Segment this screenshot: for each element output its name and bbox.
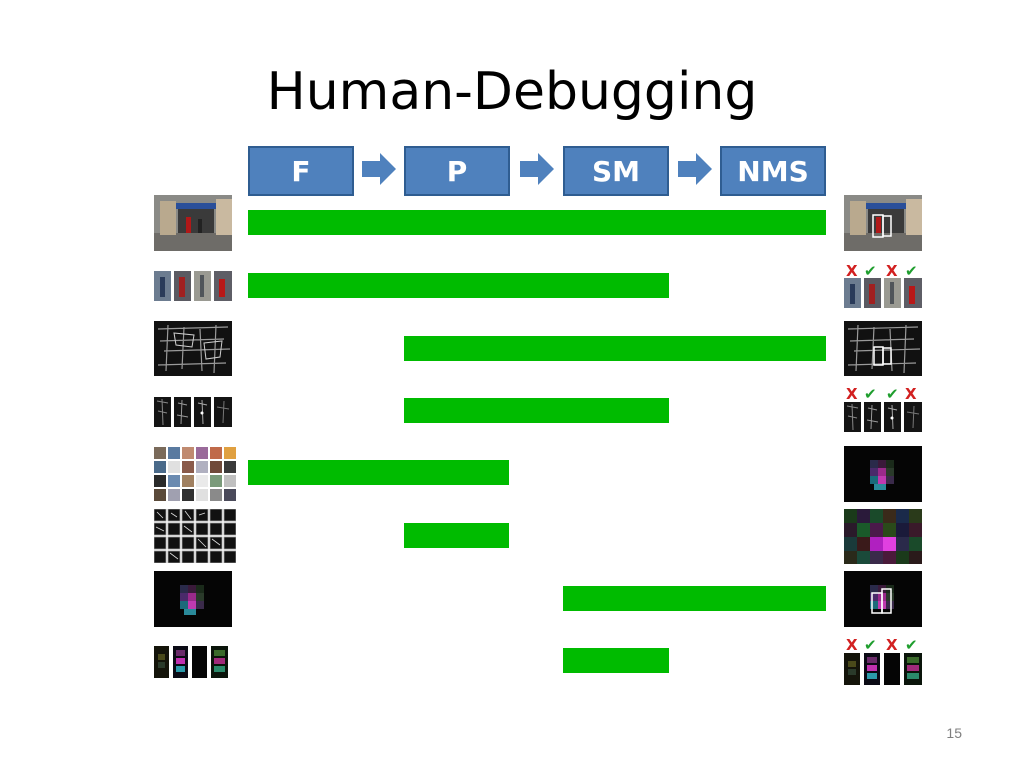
reject-mark: X <box>846 385 858 403</box>
accept-mark: ✔ <box>886 385 899 403</box>
stage-sm: SM <box>563 146 669 196</box>
arrow-right-icon <box>362 153 396 185</box>
coverage-bar-row8 <box>563 648 669 673</box>
stage-p: P <box>404 146 510 196</box>
accept-mark: ✔ <box>864 262 877 280</box>
score-map-result <box>844 446 922 502</box>
coverage-bar-row4 <box>404 398 669 423</box>
score-map-large-result <box>844 509 922 564</box>
score-map-detection-result <box>844 571 922 627</box>
accept-mark: ✔ <box>864 636 877 654</box>
edge-crops-thumbnail <box>154 397 232 427</box>
page-number: 15 <box>946 725 962 741</box>
coverage-bar-row6 <box>404 523 509 548</box>
reject-mark: X <box>905 385 917 403</box>
edge-feature-thumbnail <box>154 321 232 376</box>
edge-mosaic-thumbnail <box>154 509 236 563</box>
slide-title: Human-Debugging <box>266 62 758 122</box>
stage-p-label: P <box>446 154 468 188</box>
score-crops-result <box>844 653 922 685</box>
stage-f-label: F <box>291 154 311 188</box>
reject-mark: X <box>846 262 858 280</box>
stage-f: F <box>248 146 354 196</box>
arrow-right-icon <box>678 153 712 185</box>
coverage-bar-row3 <box>404 336 826 361</box>
stage-nms-label: NMS <box>737 154 809 188</box>
reject-mark: X <box>846 636 858 654</box>
coverage-bar-row5 <box>248 460 509 485</box>
accept-mark: ✔ <box>905 262 918 280</box>
pedestrian-crops-thumbnail <box>154 271 232 301</box>
score-crops-thumbnail <box>154 646 228 678</box>
photo-mosaic-thumbnail <box>154 447 236 501</box>
coverage-bar-row7 <box>563 586 826 611</box>
reject-mark: X <box>886 262 898 280</box>
street-photo-detection-result <box>844 195 922 251</box>
score-map-thumbnail <box>154 571 232 627</box>
stage-sm-label: SM <box>591 154 641 188</box>
street-photo-thumbnail <box>154 195 232 251</box>
pedestrian-crops-result <box>844 278 922 308</box>
coverage-bar-row2 <box>248 273 669 298</box>
edge-feature-detection-result <box>844 321 922 376</box>
coverage-bar-row1 <box>248 210 826 235</box>
accept-mark: ✔ <box>905 636 918 654</box>
edge-crops-result <box>844 402 922 432</box>
accept-mark: ✔ <box>864 385 877 403</box>
arrow-right-icon <box>520 153 554 185</box>
stage-nms: NMS <box>720 146 826 196</box>
reject-mark: X <box>886 636 898 654</box>
